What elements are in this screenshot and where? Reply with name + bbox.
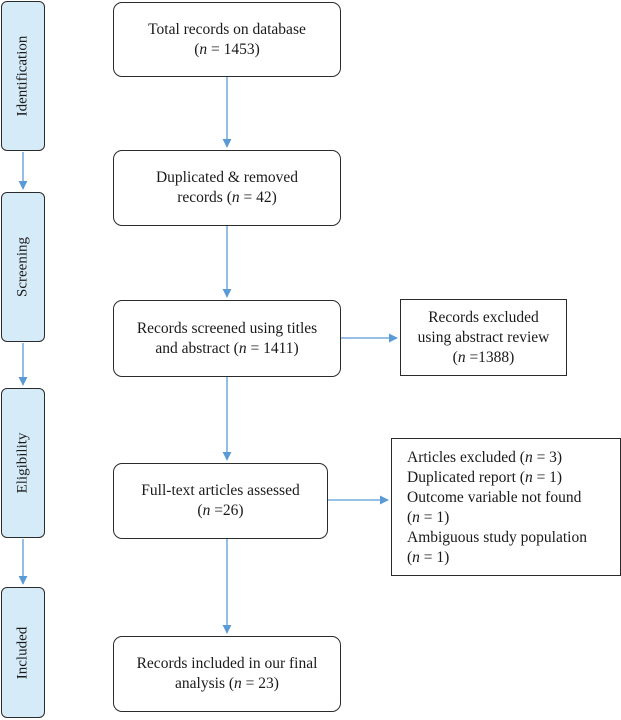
box-records-included-count: analysis (n = 23) xyxy=(175,675,279,692)
box-fulltext-assessed-line1: Full-text articles assessed xyxy=(141,482,300,499)
excluded-duplicated-line: Duplicated report (n = 1) xyxy=(407,469,563,486)
stage-identification: Identification xyxy=(1,1,45,151)
box-duplicated-removed-line1: Duplicated & removed xyxy=(155,169,299,186)
box-fulltext-assessed-count: (n =26) xyxy=(197,502,244,519)
box-records-screened-count: and abstract (n = 1411) xyxy=(155,339,299,357)
box-records-included: Records included in our final analysis (… xyxy=(113,636,341,712)
box-records-included-line1: Records included in our final xyxy=(136,655,318,672)
excluded-outcome-line: Outcome variable not found xyxy=(407,489,582,506)
excluded-ambiguous-line: Ambiguous study population xyxy=(407,529,587,546)
box-total-records: Total records on database (n = 1453) xyxy=(113,2,341,77)
stage-eligibility: Eligibility xyxy=(1,388,45,538)
box-records-screened-line1: Records screened using titles xyxy=(136,319,318,337)
box-fulltext-assessed: Full-text articles assessed (n =26) xyxy=(113,463,328,539)
stage-screening: Screening xyxy=(1,192,45,342)
box-duplicated-removed: Duplicated & removed records (n = 42) xyxy=(113,150,341,226)
box-excluded-abstract: Records excluded using abstract review (… xyxy=(400,299,567,376)
box-total-records-line1: Total records on database xyxy=(148,20,306,38)
box-duplicated-removed-count: records (n = 42) xyxy=(177,189,277,206)
box-total-records-count: (n = 1453) xyxy=(194,40,260,58)
excluded-outcome-count: (n = 1) xyxy=(407,509,450,526)
excluded-abstract-line1: Records excluded xyxy=(428,308,539,326)
stage-included: Included xyxy=(1,587,45,718)
excluded-ambiguous-count: (n = 1) xyxy=(407,549,450,566)
excluded-abstract-count: (n =1388) xyxy=(452,348,515,366)
box-excluded-fulltext: Articles excluded (n = 3) Duplicated rep… xyxy=(391,438,621,576)
excluded-articles-line: Articles excluded (n = 3) xyxy=(407,449,563,466)
excluded-abstract-line2: using abstract review xyxy=(417,328,550,346)
box-records-screened: Records screened using titles and abstra… xyxy=(113,300,341,377)
